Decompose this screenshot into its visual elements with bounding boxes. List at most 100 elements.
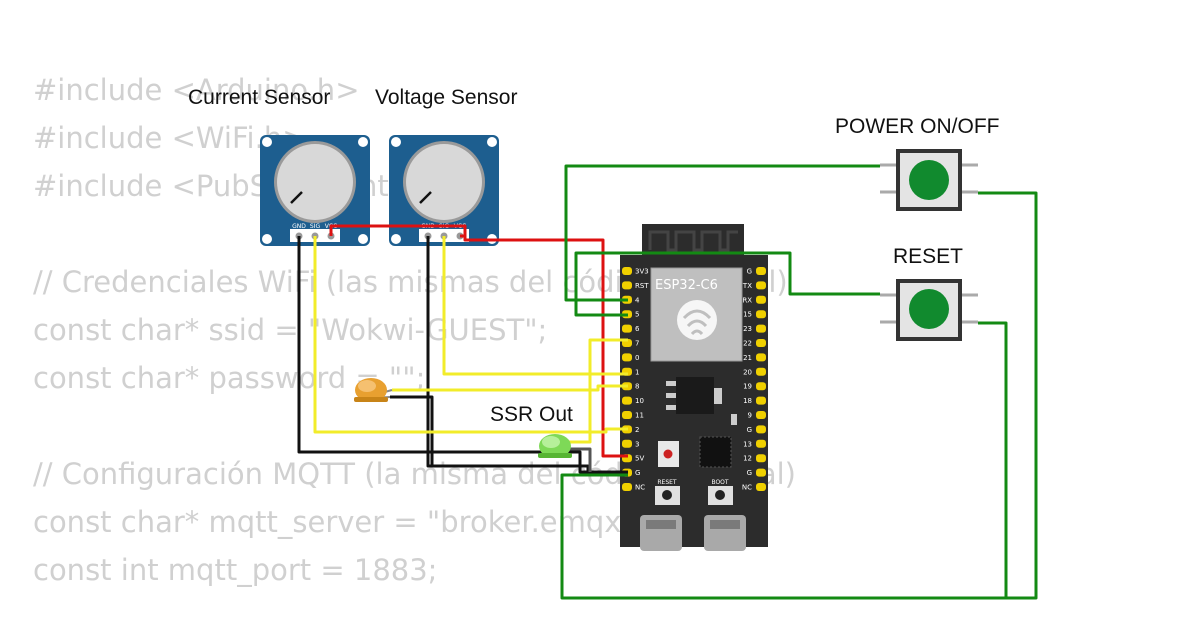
board-pin[interactable] — [622, 353, 632, 362]
voltage-regulator — [676, 377, 714, 414]
ssr-out-led[interactable] — [538, 434, 572, 458]
board-pin[interactable] — [756, 339, 766, 347]
board-pin-label: 12 — [743, 455, 752, 463]
regulator-tab — [714, 388, 722, 404]
mount-hole — [358, 234, 368, 244]
wire-power-button[interactable] — [564, 164, 880, 302]
wire-gnd-led-orange[interactable] — [390, 395, 434, 466]
board-pin[interactable] — [756, 411, 766, 419]
wire-led-green[interactable] — [567, 338, 628, 444]
board-pin-label: 6 — [635, 325, 640, 333]
pot-knob-indicator — [419, 191, 432, 204]
board-pin-label: G — [747, 268, 752, 276]
board-pin-label: 15 — [743, 311, 752, 319]
wires — [297, 164, 1038, 600]
board-pin-label: G — [635, 469, 640, 477]
board-pin-label: 13 — [743, 440, 752, 448]
board-pin-label: TX — [742, 282, 752, 290]
board-pin-label: 21 — [743, 354, 752, 362]
board-pin[interactable] — [622, 396, 632, 405]
regulator-pin — [666, 393, 676, 398]
board-pin[interactable] — [622, 281, 632, 290]
usb-port-2-slot — [710, 520, 740, 529]
power-button-label: POWER ON/OFF — [835, 115, 1000, 138]
board-pin[interactable] — [756, 454, 766, 463]
wire-gnd-led-green[interactable] — [567, 447, 592, 472]
board-boot-button-cap — [715, 490, 725, 500]
board-pin-label: RX — [742, 296, 752, 304]
board-pin[interactable] — [756, 483, 766, 491]
led-rim — [354, 397, 388, 402]
board-pin-label: 23 — [743, 325, 752, 333]
mount-hole — [358, 137, 368, 147]
wire-reset-gnd[interactable] — [978, 321, 1008, 598]
code-line: const char* password = ""; — [33, 361, 426, 395]
led-rim — [538, 453, 572, 458]
wire-gnd-voltage[interactable] — [426, 236, 590, 472]
board-pin[interactable] — [756, 281, 766, 290]
board-pin-label: G — [747, 469, 752, 477]
wire-sig-voltage[interactable] — [442, 236, 628, 376]
board-pin-label: 3V3 — [635, 268, 649, 276]
mount-hole — [262, 137, 272, 147]
wire-led-orange[interactable] — [392, 384, 628, 392]
board-pin-label: 19 — [743, 383, 752, 391]
board-pin[interactable] — [756, 468, 766, 477]
led-highlight — [358, 380, 376, 392]
board-pin-label: 20 — [743, 368, 752, 376]
voltage-sensor-potentiometer[interactable]: GND SIG VCC — [389, 135, 499, 246]
power-push-button[interactable] — [880, 149, 978, 211]
board-pin-label: 7 — [635, 340, 639, 348]
pot-pin-label: GND — [292, 223, 306, 230]
mount-hole — [262, 234, 272, 244]
board-pin[interactable] — [622, 483, 632, 491]
board-pin[interactable] — [756, 324, 766, 333]
pot-knob-indicator — [290, 191, 303, 204]
board-pin[interactable] — [756, 439, 766, 448]
pot-pin-label: SIG — [310, 223, 321, 230]
esp32-board[interactable]: ESP32-C6 RESET BOOT 3V3RST45670181011235… — [620, 224, 768, 551]
wire-gnd-current[interactable] — [297, 236, 628, 474]
board-pin-label: 9 — [748, 412, 752, 420]
wire-vcc[interactable] — [329, 224, 628, 458]
usb-port-1-slot — [646, 520, 676, 529]
pot-knob[interactable] — [406, 144, 482, 220]
current-sensor-potentiometer[interactable]: GND SIG VCC — [260, 135, 370, 246]
board-pin-label: 5V — [635, 455, 644, 463]
board-pin-label: 4 — [635, 296, 640, 304]
board-pin[interactable] — [756, 382, 766, 391]
board-pin[interactable] — [622, 324, 632, 333]
espressif-logo-mark — [682, 309, 712, 336]
board-pin-label: 22 — [743, 340, 752, 348]
mount-hole — [391, 234, 401, 244]
board-pin-label: NC — [635, 484, 645, 492]
board-pin[interactable] — [756, 425, 766, 434]
board-pin[interactable] — [756, 310, 766, 319]
reset-button-cap[interactable] — [909, 289, 949, 329]
reset-push-button[interactable] — [880, 279, 978, 341]
board-boot-label: BOOT — [711, 479, 728, 486]
wire-button-gnd[interactable] — [560, 191, 1038, 600]
regulator-pin — [666, 381, 676, 386]
code-line: const int mqtt_port = 1883; — [33, 553, 438, 587]
current-sensor-label: Current Sensor — [188, 86, 330, 109]
board-pin[interactable] — [622, 267, 632, 275]
board-pin[interactable] — [756, 295, 766, 304]
pot-knob[interactable] — [277, 144, 353, 220]
board-pin-label: 5 — [635, 311, 639, 319]
orange-led[interactable] — [354, 378, 393, 402]
power-button-cap[interactable] — [909, 160, 949, 200]
board-pin[interactable] — [756, 267, 766, 275]
board-pin-label: 0 — [635, 354, 639, 362]
board-pin[interactable] — [622, 439, 632, 448]
board-pin[interactable] — [756, 396, 766, 405]
wire-reset-button[interactable] — [574, 251, 880, 317]
board-pin-label: G — [747, 426, 752, 434]
board-pin[interactable] — [756, 353, 766, 362]
board-pin[interactable] — [622, 411, 632, 419]
board-pin[interactable] — [756, 367, 766, 376]
board-pin-label: 10 — [635, 397, 644, 405]
wire-sig-current[interactable] — [313, 236, 628, 434]
